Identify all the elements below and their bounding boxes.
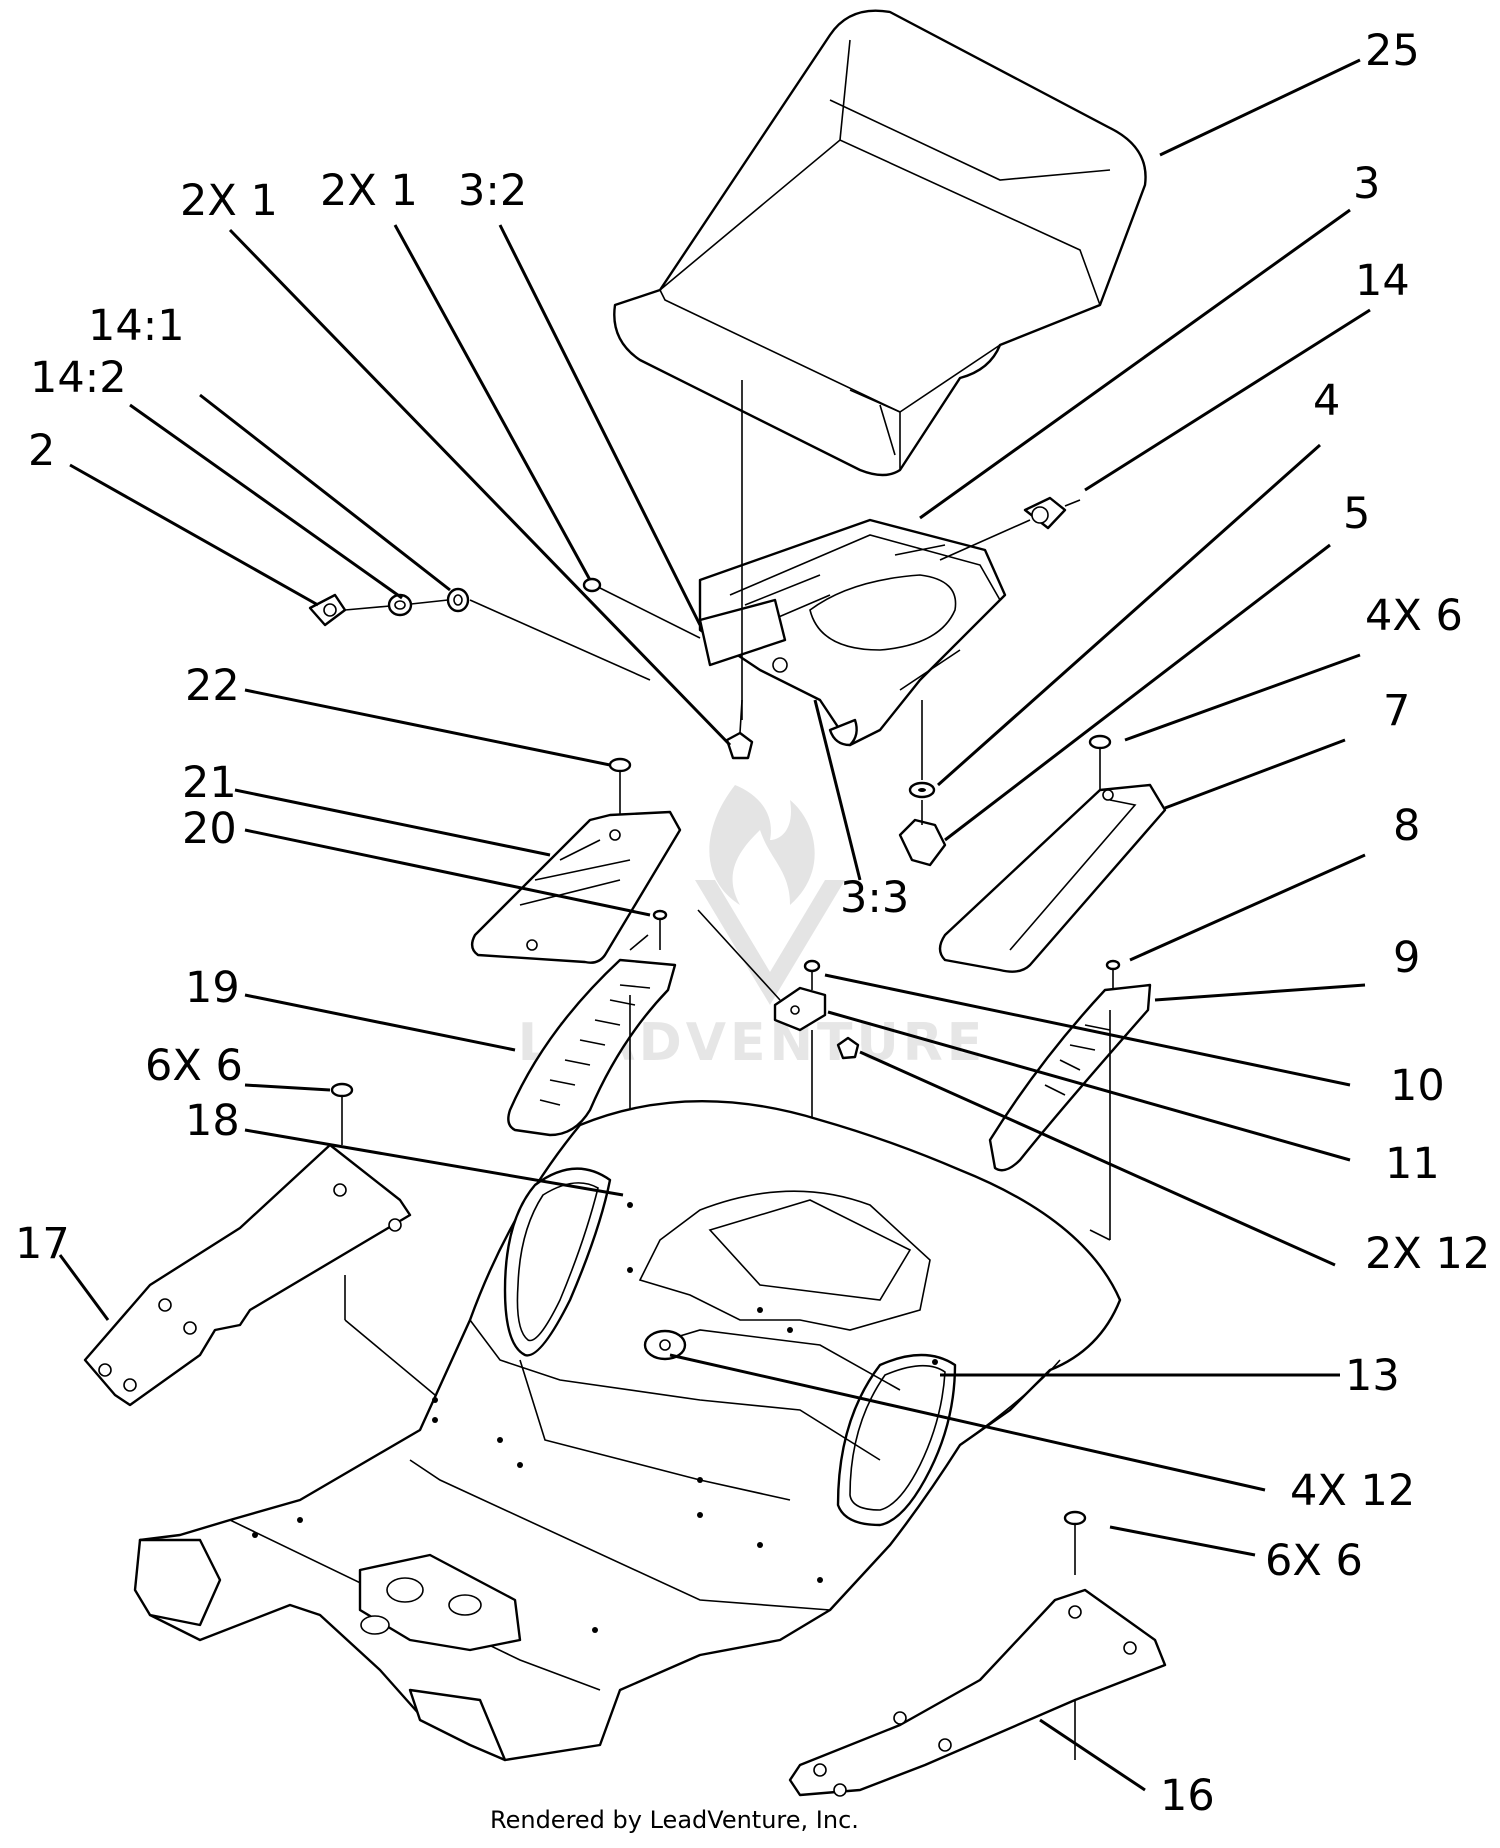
label-14-1: 14:1 [88,301,185,351]
nut-part-12 [836,1036,860,1060]
label-21: 21 [182,758,237,808]
leader-lines [58,58,1371,1792]
plug-part-6-lower-right [1063,1510,1087,1575]
label-2x12: 2X 12 [1365,1229,1490,1279]
bolt-part-1 [582,577,701,639]
label-20: 20 [182,804,237,854]
label-2x1-left: 2X 1 [180,176,278,226]
seat-mount-plate-part-3 [698,518,1007,747]
label-22: 22 [185,661,240,711]
nut-part-1 [725,699,754,760]
label-4x12: 4X 12 [1290,1466,1415,1516]
label-16: 16 [1160,1771,1215,1821]
label-5: 5 [1343,489,1370,539]
label-17: 17 [15,1219,70,1269]
plug-part-6-right [1088,734,1112,790]
label-10: 10 [1390,1061,1445,1111]
label-11: 11 [1385,1139,1440,1189]
washer-part-14-1 [446,587,470,613]
label-6x6-right: 6X 6 [1265,1536,1363,1586]
seat-part-25 [613,9,1147,477]
label-2x1-right: 2X 1 [320,166,418,216]
callout-labels: 25 3 14 4 5 4X 6 7 8 9 10 11 2X 12 13 4X… [15,26,1490,1821]
bolt-part-20 [629,909,668,951]
label-13: 13 [1345,1351,1400,1401]
footer-credit: Rendered by LeadVenture, Inc. [490,1806,859,1834]
label-4x6: 4X 6 [1365,591,1463,641]
label-19: 19 [185,963,240,1013]
label-14-2: 14:2 [30,353,127,403]
label-3-2: 3:2 [458,166,527,216]
label-14: 14 [1355,256,1410,306]
label-2: 2 [28,426,55,476]
plug-part-6-left [330,1082,354,1145]
label-9: 9 [1393,933,1420,983]
pad-part-9 [988,983,1152,1172]
knob-part-14 [1023,496,1081,530]
bracket-part-11 [773,986,827,1032]
floor-plate-part-17 [83,1143,412,1407]
label-4: 4 [1313,376,1340,426]
floor-plate-part-16 [788,1588,1167,1797]
label-18: 18 [185,1096,240,1146]
label-25: 25 [1365,26,1420,76]
label-3: 3 [1353,159,1380,209]
pad-part-19 [507,958,677,1137]
pad-part-21 [470,810,682,964]
label-6x6-left: 6X 6 [145,1041,243,1091]
knob-part-5 [898,800,947,867]
fender-body [133,1100,1122,1762]
bolt-part-2 [308,593,347,627]
plug-part-22 [608,757,632,815]
pad-part-7 [938,783,1167,973]
label-8: 8 [1393,801,1420,851]
label-7: 7 [1383,686,1410,736]
bolt-part-10 [803,959,821,990]
washer-part-4 [908,781,936,799]
label-3-3: 3:3 [840,873,909,923]
